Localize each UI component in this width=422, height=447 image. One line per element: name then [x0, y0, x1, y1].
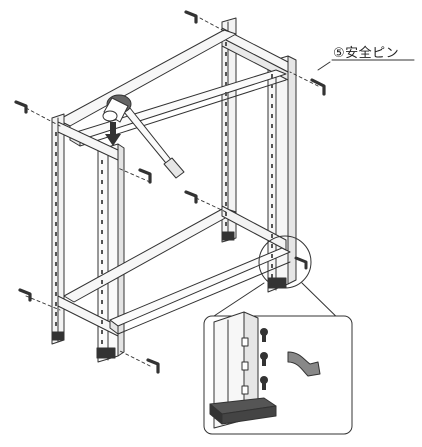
- upright-slot: [271, 194, 273, 198]
- upright-slot: [271, 84, 273, 88]
- upright-slot: [55, 182, 57, 186]
- callout-leader: [317, 61, 331, 71]
- upright-slot: [225, 132, 227, 136]
- upright-slot: [225, 112, 227, 116]
- upright-slot: [55, 172, 57, 176]
- upright-slot: [55, 132, 57, 136]
- upright-slot: [271, 74, 273, 78]
- upright-slot: [101, 230, 103, 234]
- left-frame: [51, 113, 125, 363]
- upright-slot: [101, 220, 103, 224]
- upright-slot: [101, 310, 103, 314]
- upright-slot: [55, 272, 57, 276]
- upright-slot: [101, 290, 103, 294]
- upright-slot: [225, 92, 227, 96]
- upright-slot: [271, 274, 273, 278]
- upright-slot: [55, 202, 57, 206]
- upright-slot: [225, 202, 227, 206]
- upright-slot: [101, 340, 103, 344]
- detail-inset: [203, 311, 353, 435]
- upright-slot: [101, 300, 103, 304]
- upright-slot: [55, 312, 57, 316]
- upright-slot: [271, 184, 273, 188]
- upright-slot: [55, 262, 57, 266]
- upright-slot: [225, 162, 227, 166]
- upright-slot: [55, 142, 57, 146]
- upright-slot: [225, 72, 227, 76]
- upright-slot: [101, 330, 103, 334]
- upright-slot: [55, 212, 57, 216]
- upright-slot: [271, 124, 273, 128]
- upright-slot: [225, 222, 227, 226]
- upright-slot: [55, 252, 57, 256]
- upright-slot: [271, 154, 273, 158]
- upright-slot: [225, 52, 227, 56]
- upright-slot: [101, 270, 103, 274]
- upright-slot: [225, 212, 227, 216]
- upright-slot: [225, 102, 227, 106]
- upright-slot: [225, 142, 227, 146]
- upright-slot: [271, 134, 273, 138]
- upright-slot: [55, 222, 57, 226]
- top-right-frame: [221, 27, 289, 81]
- upright-slot: [271, 174, 273, 178]
- upright-slot: [225, 42, 227, 46]
- upright-slot: [101, 180, 103, 184]
- upright-slot: [55, 282, 57, 286]
- upright-slot: [55, 232, 57, 236]
- upright-slot: [101, 260, 103, 264]
- upright-slot: [101, 210, 103, 214]
- bottom-beams: [63, 205, 291, 335]
- safety-pin-label: ⑤安全ピン: [333, 46, 400, 61]
- upright-slot: [101, 250, 103, 254]
- upright-slot: [101, 320, 103, 324]
- upright-slot: [101, 280, 103, 284]
- upright-slot: [225, 62, 227, 66]
- upright-slot: [225, 182, 227, 186]
- upright-slot: [271, 214, 273, 218]
- upright-slot: [225, 122, 227, 126]
- upright-slot: [225, 192, 227, 196]
- upright-slot: [55, 242, 57, 246]
- upright-slot: [271, 224, 273, 228]
- safety-pins: [14, 10, 326, 374]
- mallet-icon: [102, 94, 185, 179]
- upright-slot: [101, 200, 103, 204]
- upright-slot: [271, 104, 273, 108]
- upright-slot: [271, 204, 273, 208]
- upright-slot: [55, 192, 57, 196]
- upright-slot: [225, 172, 227, 176]
- upright-slot: [271, 144, 273, 148]
- upright-slot: [55, 152, 57, 156]
- down-arrow-icon: [105, 122, 121, 146]
- upright-slot: [271, 264, 273, 268]
- upright-slot: [271, 94, 273, 98]
- upright-slot: [101, 170, 103, 174]
- feet: [51, 231, 287, 359]
- upright-slot: [101, 160, 103, 164]
- upright-slot: [225, 152, 227, 156]
- upright-slot: [271, 114, 273, 118]
- upright-slot: [55, 302, 57, 306]
- upright-slot: [55, 322, 57, 326]
- upright-slots: [55, 42, 273, 344]
- upright-slot: [101, 240, 103, 244]
- upright-slot: [271, 254, 273, 258]
- upright-slot: [271, 234, 273, 238]
- upright-slot: [55, 162, 57, 166]
- upright-slot: [101, 190, 103, 194]
- upright-slot: [225, 82, 227, 86]
- upright-slot: [271, 164, 273, 168]
- upright-slot: [271, 244, 273, 248]
- upright-slot: [55, 292, 57, 296]
